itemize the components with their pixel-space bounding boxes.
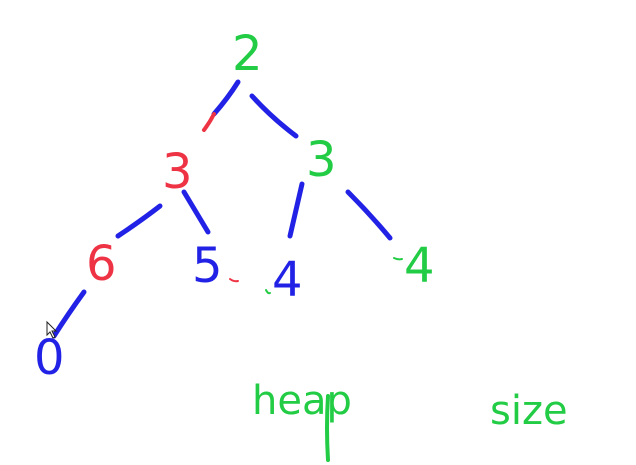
tree-nodes: 2 3 3 6 5 4 4 0 [34, 26, 435, 386]
edge-leftleft-leaf [51, 289, 87, 339]
node-leaf: 0 [34, 330, 65, 386]
mouse-pointer-icon [46, 320, 58, 339]
node-right-left: 4 [272, 252, 303, 308]
edge-left-leftleft [115, 203, 163, 239]
edge-right-rightleft [287, 181, 305, 239]
node-right: 3 [306, 132, 337, 188]
stray-mark-green [265, 289, 271, 295]
node-left: 3 [162, 144, 193, 200]
edge-root-left [211, 79, 241, 117]
tree-edges [51, 79, 393, 339]
stray-marks [229, 257, 403, 295]
annotation-heap: heap [252, 378, 352, 424]
node-left-right: 5 [192, 238, 223, 294]
stray-mark-red [229, 278, 239, 283]
annotation-size: size [490, 388, 568, 434]
stray-mark-green-2 [393, 257, 403, 261]
edge-left-leftright [181, 189, 211, 235]
edge-right-rightright [345, 189, 393, 241]
annotation-heap-tail [325, 394, 330, 462]
edge-root-right [249, 93, 299, 139]
node-right-right: 4 [404, 238, 435, 294]
edge-root-left-tail [202, 112, 216, 132]
annotations: heap size [252, 378, 568, 462]
node-root: 2 [232, 26, 263, 82]
node-left-left: 6 [86, 236, 117, 292]
